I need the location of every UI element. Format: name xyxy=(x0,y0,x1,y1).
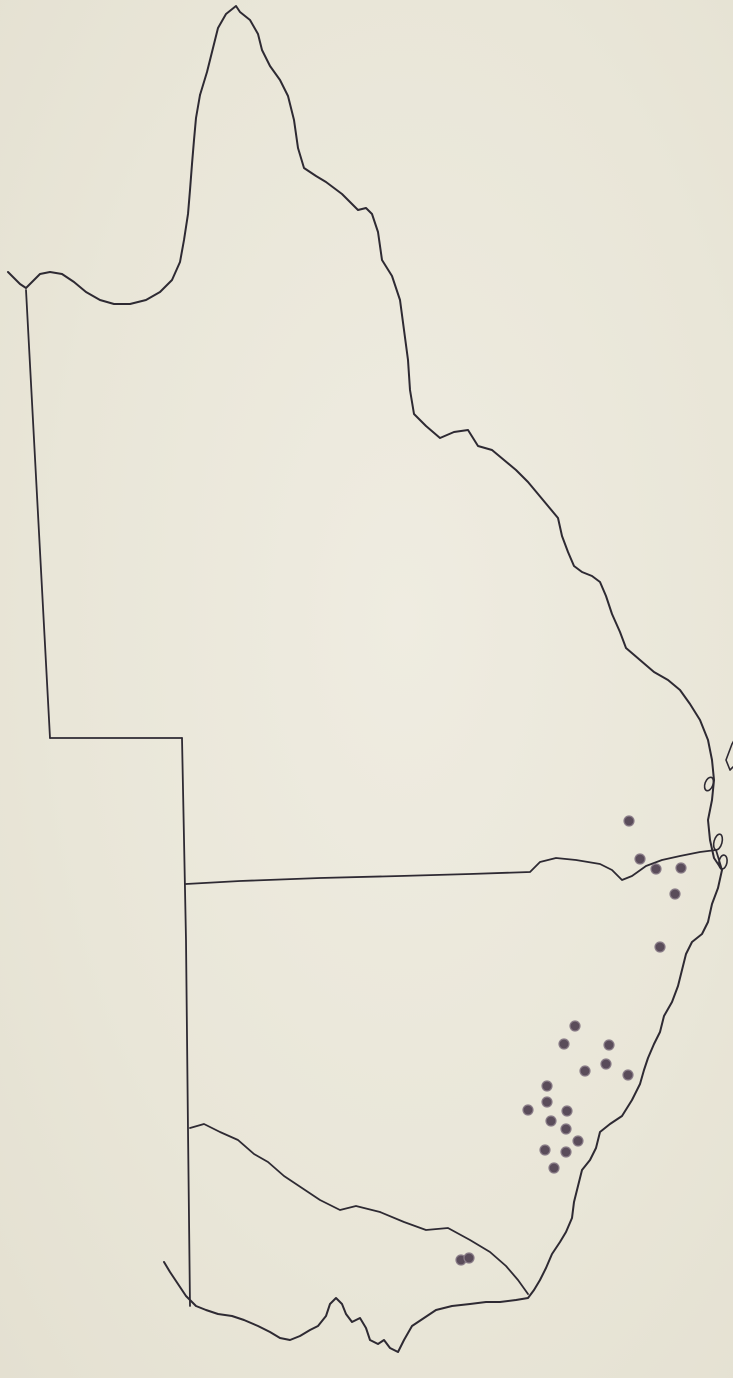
qld-nsw-border xyxy=(185,849,723,885)
record-dot xyxy=(558,1038,570,1050)
island-small-2 xyxy=(712,833,724,851)
record-dot xyxy=(539,1144,551,1156)
record-dot xyxy=(560,1146,572,1158)
island-long xyxy=(725,740,733,771)
island-small-1 xyxy=(703,776,715,792)
record-dot xyxy=(600,1058,612,1070)
record-dot xyxy=(603,1039,615,1051)
record-dot xyxy=(541,1080,553,1092)
nsw-vic-border xyxy=(189,1123,529,1295)
record-dot xyxy=(669,888,681,900)
record-dot xyxy=(561,1105,573,1117)
record-dot xyxy=(548,1162,560,1174)
east-coastline xyxy=(163,5,723,1353)
record-dot xyxy=(650,863,662,875)
record-dot xyxy=(579,1065,591,1077)
record-dot xyxy=(522,1104,534,1116)
record-dot xyxy=(572,1135,584,1147)
record-dot xyxy=(541,1096,553,1108)
record-dot xyxy=(675,862,687,874)
record-dot xyxy=(569,1020,581,1032)
record-dot xyxy=(560,1123,572,1135)
record-dot xyxy=(463,1252,475,1264)
record-dot xyxy=(654,941,666,953)
qld-western-border xyxy=(25,289,51,739)
record-dots xyxy=(455,815,687,1266)
record-dot xyxy=(634,853,646,865)
record-dot xyxy=(623,815,635,827)
gulf-coastline xyxy=(7,94,201,305)
record-dot xyxy=(622,1069,634,1081)
island-small-3 xyxy=(718,854,728,870)
nsw-western-border xyxy=(181,737,191,1307)
record-dot xyxy=(545,1115,557,1127)
